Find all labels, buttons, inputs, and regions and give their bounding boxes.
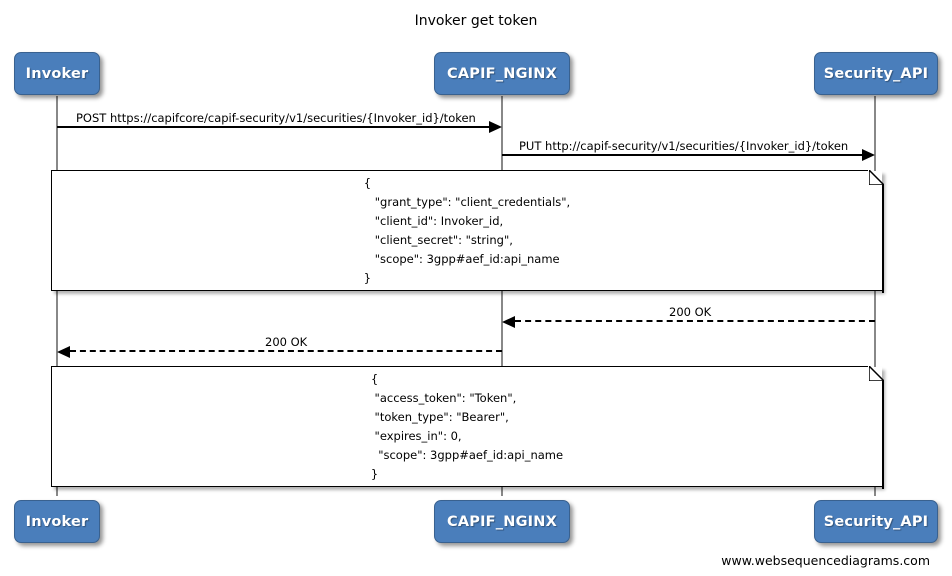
message-arrow-post-token xyxy=(57,121,502,133)
participant-label: Invoker xyxy=(25,65,89,82)
note-top-border xyxy=(50,169,868,171)
note-request-content: { "grant_type": "client_credentials", "c… xyxy=(52,171,882,290)
participant-security-api-bottom[interactable]: Security_API xyxy=(814,500,938,543)
note-line: } xyxy=(370,466,379,481)
lifeline-capif-nginx xyxy=(501,96,503,496)
footer-watermark: www.websequencediagrams.com xyxy=(721,553,930,568)
note-fold-icon xyxy=(868,169,884,185)
arrowhead-left-icon xyxy=(502,316,515,328)
note-fold-icon xyxy=(868,365,884,381)
note-top-border xyxy=(50,365,868,367)
page-title: Invoker get token xyxy=(414,13,538,29)
lifeline-security-api xyxy=(874,96,876,496)
note-line: "scope": 3gpp#aef_id:api_name xyxy=(370,447,564,462)
note-line: { xyxy=(363,175,372,190)
arrowhead-right-icon xyxy=(489,121,502,133)
participant-capif-nginx-top[interactable]: CAPIF_NGINX xyxy=(434,52,570,95)
note-response-content: { "access_token": "Token", "token_type":… xyxy=(52,367,882,486)
message-arrow-200-ok-invoker xyxy=(57,346,502,358)
participant-label: Security_API xyxy=(823,513,929,530)
note-line: } xyxy=(363,270,372,285)
note-right-border xyxy=(882,380,884,489)
note-line: "access_token": "Token", xyxy=(370,390,517,405)
message-label-post-token: POST https://capifcore/capif-security/v1… xyxy=(73,111,479,125)
lifeline-invoker xyxy=(56,96,58,496)
note-line: "grant_type": "client_credentials", xyxy=(363,194,571,209)
note-line: "scope": 3gpp#aef_id:api_name xyxy=(363,251,560,266)
participant-invoker-top[interactable]: Invoker xyxy=(14,52,100,95)
message-label-200-ok-security: 200 OK xyxy=(666,305,715,319)
participant-label: Invoker xyxy=(25,513,89,530)
note-line: "client_secret": "string", xyxy=(363,232,513,247)
participant-label: CAPIF_NGINX xyxy=(447,65,557,82)
participant-label: Security_API xyxy=(823,65,929,82)
arrowhead-left-icon xyxy=(57,346,70,358)
participant-capif-nginx-bottom[interactable]: CAPIF_NGINX xyxy=(434,500,570,543)
note-line: "client_id": Invoker_id, xyxy=(363,213,504,228)
note-line: "expires_in": 0, xyxy=(370,428,462,443)
participant-invoker-bottom[interactable]: Invoker xyxy=(14,500,100,543)
note-line: "token_type": "Bearer", xyxy=(370,409,509,424)
note-response-body: { "access_token": "Token", "token_type":… xyxy=(50,365,884,489)
message-label-200-ok-invoker: 200 OK xyxy=(262,335,311,349)
arrowhead-right-icon xyxy=(862,149,875,161)
message-arrow-200-ok-security xyxy=(502,316,875,328)
message-label-put-token: PUT http://capif-security/v1/securities/… xyxy=(516,139,852,153)
note-line: { xyxy=(370,371,379,386)
participant-label: CAPIF_NGINX xyxy=(447,513,557,530)
note-right-border xyxy=(882,184,884,293)
participant-security-api-top[interactable]: Security_API xyxy=(814,52,938,95)
message-arrow-put-token xyxy=(502,149,875,161)
note-request-body: { "grant_type": "client_credentials", "c… xyxy=(50,169,884,293)
